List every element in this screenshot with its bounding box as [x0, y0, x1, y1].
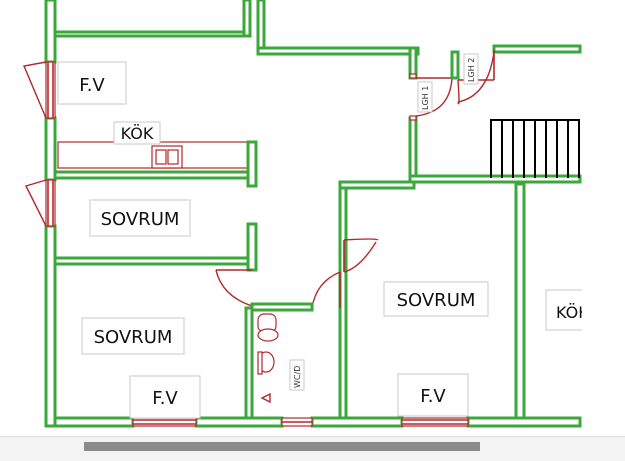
wall-bottom-1 [53, 416, 135, 428]
fv-top-text: F.V [79, 75, 105, 96]
wall-right-room [514, 182, 526, 426]
label-fv-bottom-right: F.V [397, 373, 469, 417]
wall-lgh-left-lower [408, 116, 418, 182]
wall-wc-top [250, 302, 314, 312]
wall-vertical-upper [242, 0, 252, 38]
wall-bottom-4 [466, 416, 582, 428]
window-left-top [23, 61, 56, 119]
window-bottom-wc [281, 417, 313, 427]
lgh-1-label: LGH 1 [417, 81, 433, 113]
kok-right-text: KÖK [556, 303, 589, 322]
lgh-2-text: LGH 2 [467, 58, 476, 82]
wc-label: WC/D [289, 359, 305, 391]
wall-lgh-divider [450, 50, 460, 80]
window-left-mid [25, 179, 56, 227]
horizontal-scrollbar[interactable] [0, 436, 625, 461]
sovrum-3-text: SOVRUM [397, 290, 476, 311]
label-fv-bottom-left: F.V [129, 375, 201, 419]
label-fv-top: F.V [57, 61, 127, 105]
wall-stair-bottom [408, 174, 582, 184]
wall-kitchen-bottom [53, 170, 250, 180]
wall-corridor-top [338, 180, 416, 190]
wall-sovrum1-bottom [53, 256, 250, 266]
viewport-right-edge [582, 0, 625, 436]
fv-bottom-right-text: F.V [420, 386, 446, 407]
floor-plan: LGH 1 LGH 2 [23, 0, 625, 436]
door-sovrum-2 [215, 269, 253, 307]
door-wc [311, 271, 341, 309]
wall-top-left [53, 30, 247, 38]
door-sovrum-3 [343, 238, 379, 273]
window-bottom-left [132, 417, 197, 427]
sovrum-1-text: SOVRUM [101, 209, 180, 230]
label-sovrum-1: SOVRUM [89, 199, 191, 237]
label-sovrum-2: SOVRUM [81, 317, 185, 355]
fv-bottom-left-text: F.V [152, 388, 178, 409]
label-sovrum-3: SOVRUM [383, 281, 489, 317]
lgh-2-label: LGH 2 [463, 53, 479, 85]
wall-top-right [492, 44, 582, 54]
wall-top-middle [256, 46, 420, 56]
wall-kitchen-right [246, 140, 258, 188]
kok-text: KÖK [121, 124, 154, 143]
door-lgh-1 [409, 73, 453, 121]
lgh-1-text: LGH 1 [421, 86, 430, 110]
wall-wc-left [244, 306, 254, 426]
sovrum-2-text: SOVRUM [94, 327, 173, 348]
wc-fixtures [257, 313, 279, 404]
wc-d-text: WC/D [293, 366, 302, 388]
scrollbar-thumb[interactable] [84, 442, 480, 451]
label-kok: KÖK [113, 121, 161, 145]
window-bottom-right [401, 417, 469, 427]
stairs [490, 119, 580, 178]
kitchen-counter [57, 141, 249, 169]
wall-left-bottom [44, 224, 57, 428]
wall-bottom-2 [194, 416, 284, 428]
wall-upper-v2 [256, 0, 266, 54]
wall-bottom-3 [310, 416, 404, 428]
wall-corridor-right [338, 182, 348, 426]
